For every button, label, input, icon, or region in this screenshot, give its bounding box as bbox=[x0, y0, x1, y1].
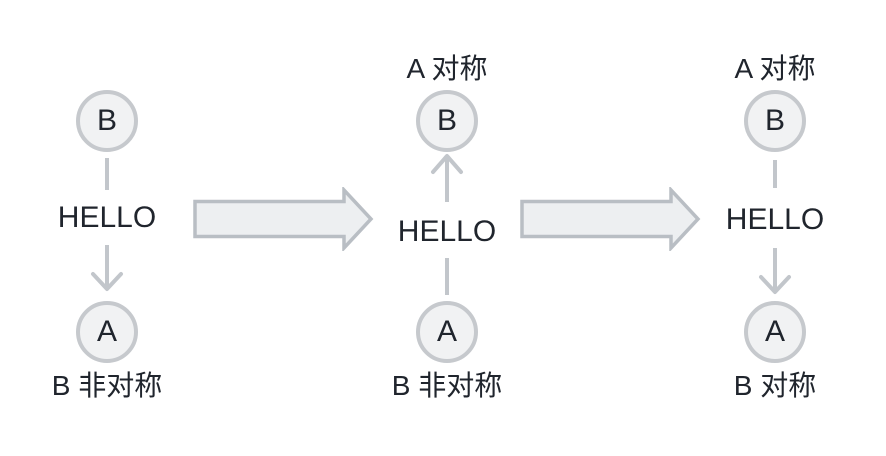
bottom-caption: B 非对称 bbox=[51, 370, 163, 401]
down-arrow-icon bbox=[759, 248, 791, 294]
right-block-arrow-shape bbox=[520, 187, 701, 251]
message-text: HELLO bbox=[397, 215, 497, 248]
transform-arrow-2 bbox=[520, 187, 701, 251]
top-caption: A 对称 bbox=[734, 53, 816, 84]
top-caption: A 对称 bbox=[406, 53, 488, 84]
node-a-label: A bbox=[764, 315, 785, 348]
node-b-circle: B bbox=[76, 90, 138, 152]
node-a-label: A bbox=[96, 315, 117, 348]
node-b-label: B bbox=[436, 104, 457, 137]
bottom-caption: B 非对称 bbox=[391, 370, 503, 401]
arrow-head bbox=[431, 154, 463, 174]
connector-line bbox=[445, 258, 449, 295]
down-arrow-icon bbox=[91, 245, 123, 291]
node-b-label: B bbox=[96, 104, 117, 137]
node-a-circle: A bbox=[416, 301, 478, 363]
connector-line bbox=[773, 160, 777, 188]
bottom-caption: B 对称 bbox=[733, 370, 817, 401]
node-a-circle: A bbox=[76, 301, 138, 363]
transform-arrow-1 bbox=[193, 187, 374, 251]
panel-middle: A 对称 B HELLO A B 非对称 bbox=[357, 0, 537, 456]
arrow-head bbox=[759, 275, 791, 294]
connector-line bbox=[105, 158, 109, 190]
node-a-circle: A bbox=[744, 301, 806, 363]
message-text: HELLO bbox=[725, 203, 825, 236]
message-text: HELLO bbox=[57, 201, 157, 234]
panel-right: A 对称 B HELLO A B 对称 bbox=[685, 0, 865, 456]
node-b-circle: B bbox=[744, 90, 806, 152]
up-arrow-icon bbox=[431, 154, 463, 202]
node-b-label: B bbox=[764, 104, 785, 137]
right-block-arrow-shape bbox=[193, 187, 374, 251]
node-a-label: A bbox=[436, 315, 457, 348]
panel-left: B HELLO A B 非对称 bbox=[17, 0, 197, 456]
arrow-head bbox=[91, 272, 123, 291]
node-b-circle: B bbox=[416, 90, 478, 152]
